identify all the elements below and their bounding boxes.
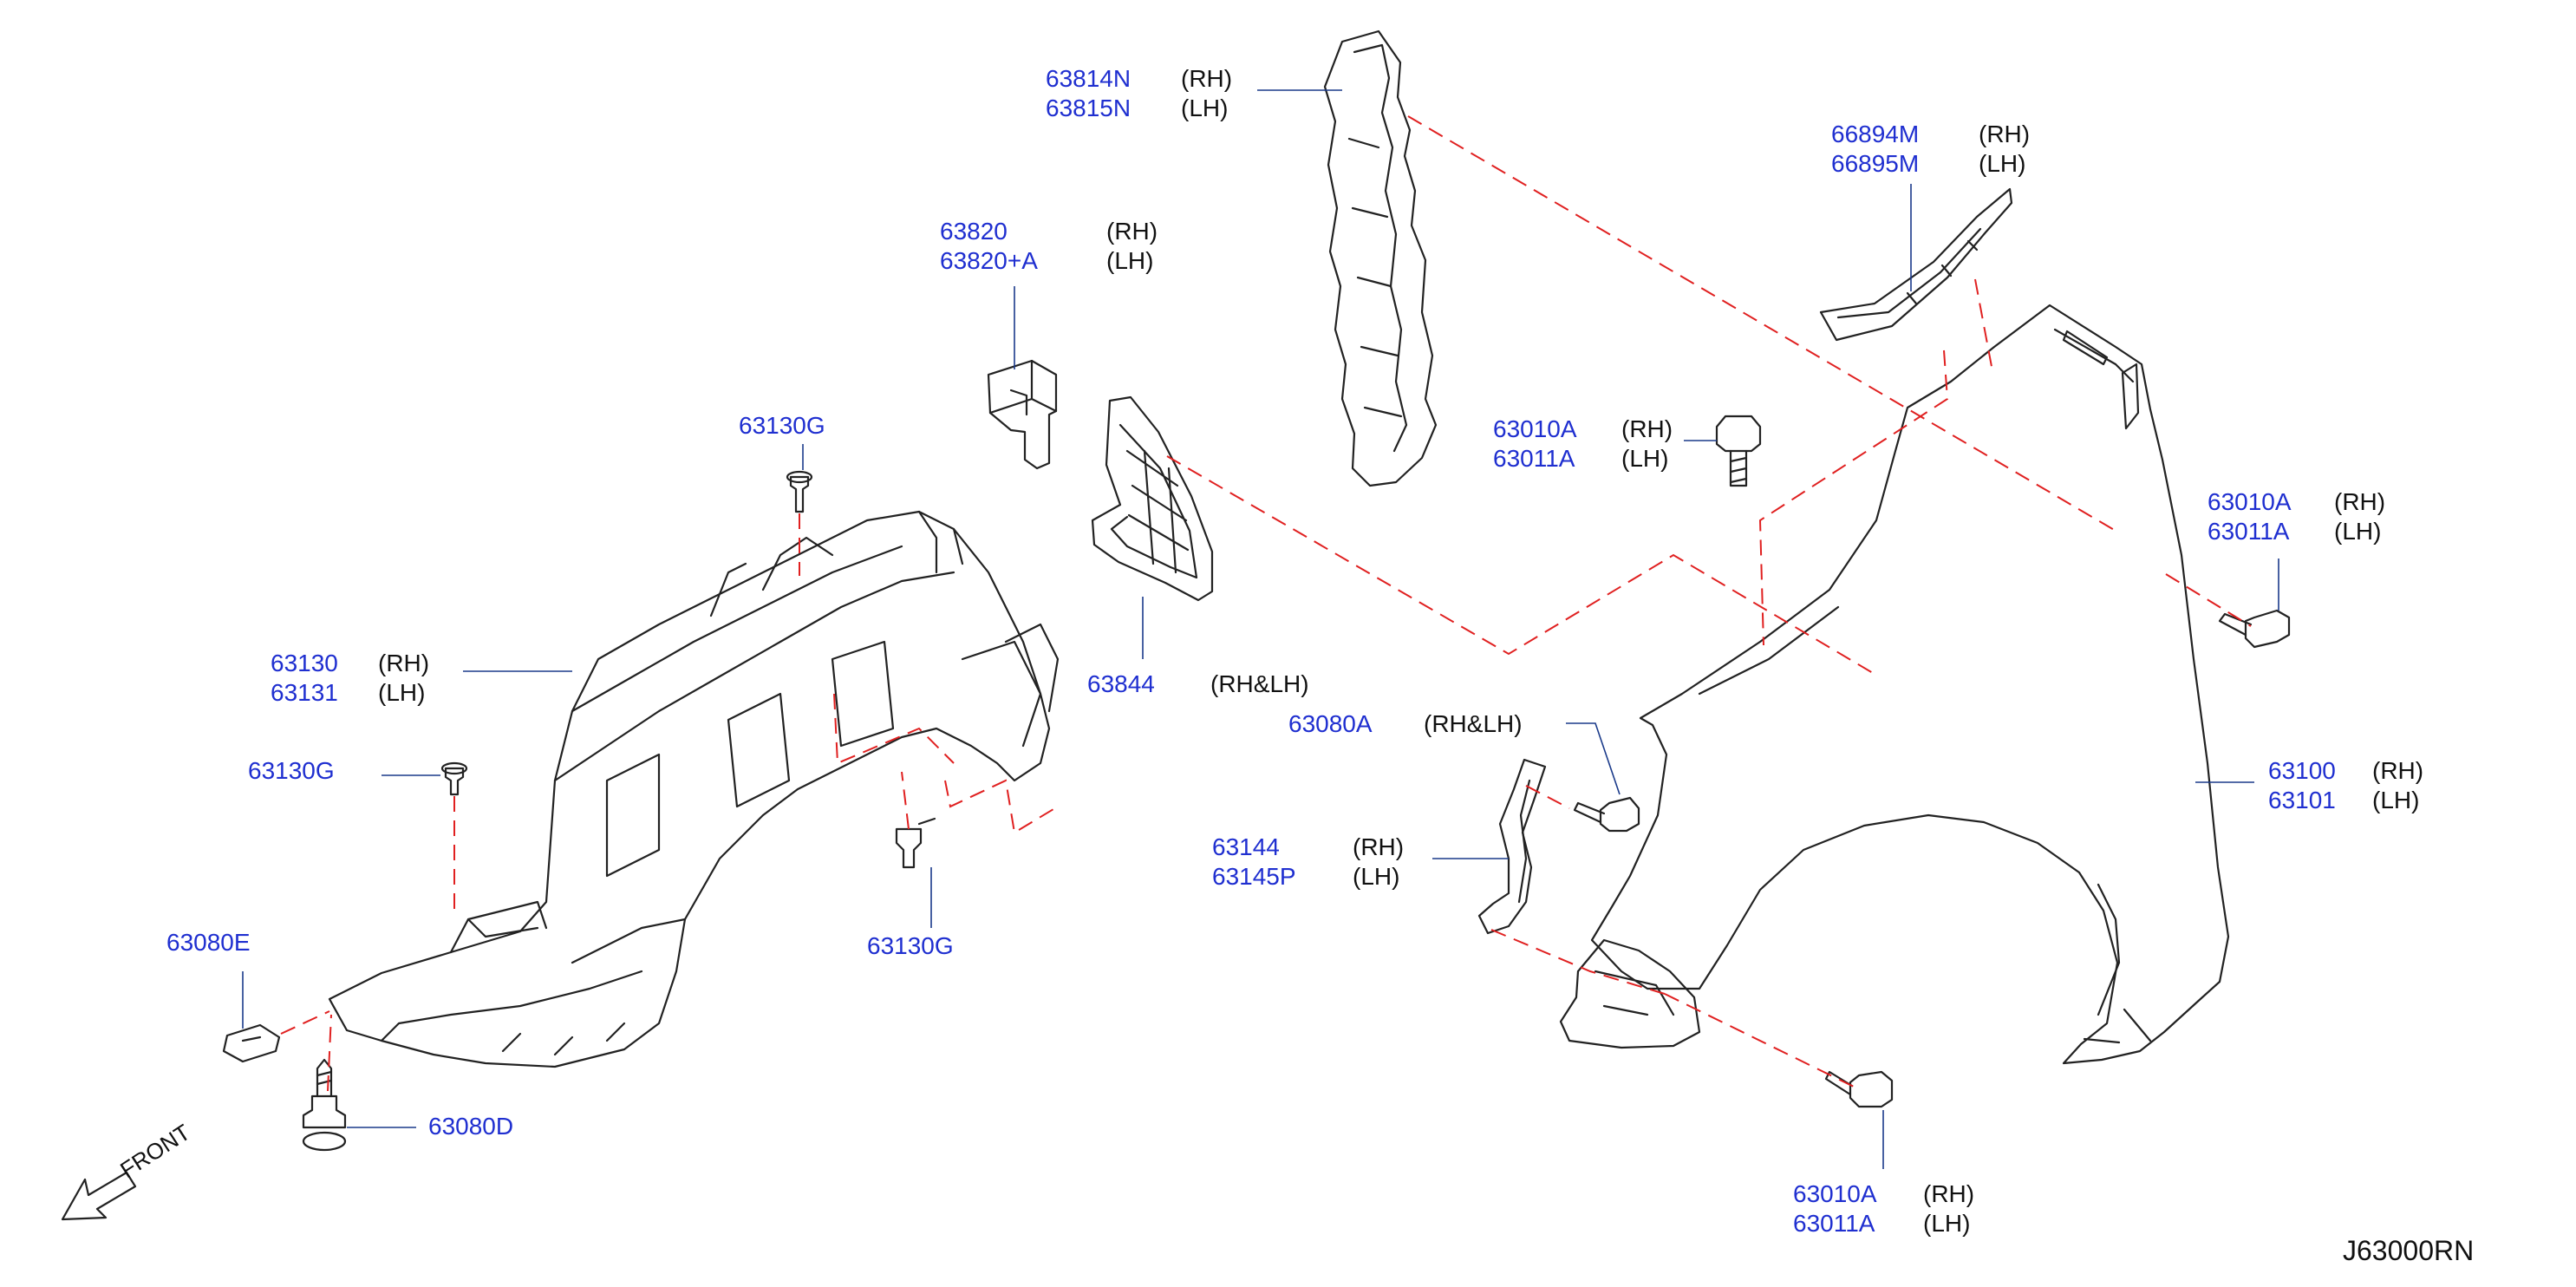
part-number-63844[interactable]: 63844 (1087, 670, 1155, 697)
side-label-rh: (RH) (2372, 757, 2424, 784)
part-number-63130[interactable]: 63130 (271, 650, 338, 676)
part-number-63011a-mid[interactable]: 63011A (1493, 445, 1575, 472)
side-label-rh: (RH) (1181, 65, 1233, 92)
side-label-lh: (LH) (2372, 787, 2420, 813)
pad-63820-drawing (987, 359, 1058, 470)
part-number-63131[interactable]: 63131 (271, 679, 338, 706)
bolt-63080a-drawing (1573, 796, 1640, 833)
bolt-63010a-mid-drawing (1715, 415, 1762, 487)
side-label-rh: (RH) (1621, 415, 1673, 442)
part-number-63130g-top[interactable]: 63130G (739, 412, 825, 439)
side-label-rh: (RH) (1979, 121, 2031, 147)
fender-63100-drawing (1590, 304, 2230, 1065)
side-label-lh: (LH) (1979, 150, 2026, 177)
panel-63844-drawing (1091, 395, 1214, 602)
bracket-63144-drawing (1477, 758, 1547, 935)
diagram-code: J63000RN (2343, 1235, 2475, 1266)
alignment-lines (280, 115, 2252, 1092)
part-number-63101[interactable]: 63101 (2268, 787, 2336, 813)
part-number-63010a-right[interactable]: 63010A (2208, 488, 2292, 515)
side-label-lh: (LH) (1923, 1210, 1971, 1237)
side-label-lh: (LH) (1181, 95, 1229, 121)
side-label-rh: (RH) (1106, 218, 1158, 245)
side-label-lh: (LH) (378, 679, 426, 706)
side-label-rh: (RH) (2334, 488, 2386, 515)
part-number-63080e[interactable]: 63080E (166, 929, 251, 956)
part-number-63080a[interactable]: 63080A (1288, 710, 1373, 737)
side-label-rh: (RH) (378, 650, 430, 676)
part-number-63820a[interactable]: 63820+A (940, 247, 1038, 274)
strip-66894-drawing (1819, 187, 2013, 342)
liner-63130-drawing (328, 510, 1060, 1068)
part-number-63130g-left[interactable]: 63130G (248, 757, 335, 784)
leader-lines (242, 89, 2279, 1169)
part-number-63010a-bottom[interactable]: 63010A (1793, 1180, 1877, 1207)
part-number-63145p[interactable]: 63145P (1212, 863, 1296, 890)
part-number-63144[interactable]: 63144 (1212, 833, 1280, 860)
nut-63080e-drawing (222, 1023, 281, 1063)
side-label-lh: (LH) (1106, 247, 1154, 274)
part-number-63010a-mid[interactable]: 63010A (1493, 415, 1577, 442)
part-number-66894m[interactable]: 66894M (1831, 121, 1920, 147)
bolt-63010a-bottom-drawing (1824, 1070, 1894, 1108)
side-label-lh: (LH) (2334, 518, 2382, 545)
bolt-63010a-right-drawing (2218, 609, 2291, 649)
side-label-rh-lh: (RH&LH) (1210, 670, 1309, 697)
bracket-63814-drawing (1323, 29, 1438, 487)
part-number-63815n[interactable]: 63815N (1046, 95, 1131, 121)
part-number-63820[interactable]: 63820 (940, 218, 1008, 245)
part-number-63011a-right[interactable]: 63011A (2208, 518, 2290, 545)
part-number-63814n[interactable]: 63814N (1046, 65, 1131, 92)
fender-lower-bracket-drawing (1559, 938, 1701, 1049)
clip-63130g-left-drawing (440, 761, 468, 796)
part-number-66895m[interactable]: 66895M (1831, 150, 1920, 177)
side-label-rh: (RH) (1923, 1180, 1975, 1207)
part-number-63130g-mid[interactable]: 63130G (867, 932, 954, 959)
clip-63130g-top-drawing (786, 470, 813, 513)
part-number-63011a-bottom[interactable]: 63011A (1793, 1210, 1875, 1237)
side-label-lh: (LH) (1621, 445, 1669, 472)
part-number-63100[interactable]: 63100 (2268, 757, 2336, 784)
screw-63080d-drawing (302, 1058, 347, 1152)
part-number-63080d[interactable]: 63080D (428, 1113, 514, 1140)
side-label-lh: (LH) (1353, 863, 1400, 890)
front-arrow-drawing (61, 1171, 137, 1221)
side-label-rh-lh: (RH&LH) (1424, 710, 1523, 737)
clip-63130g-mid-drawing (895, 817, 936, 869)
side-label-rh: (RH) (1353, 833, 1405, 860)
